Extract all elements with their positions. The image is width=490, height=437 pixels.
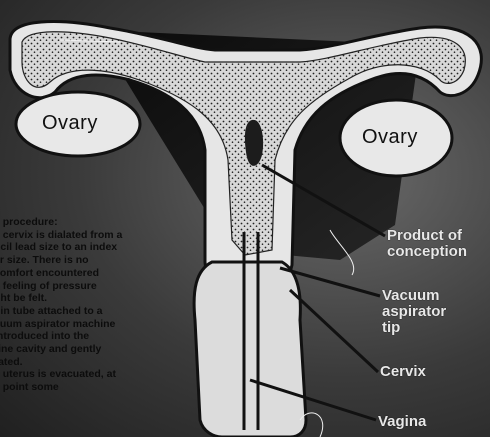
vacuum-label-line2: aspirator (382, 304, 446, 320)
procedure-line: er size. There is no (0, 254, 194, 267)
procedure-line: ght be felt. (0, 292, 194, 305)
product-label-line2: conception (387, 244, 467, 260)
procedure-line: introduced into the (0, 330, 194, 343)
procedure-text: e procedure: e cervix is dialated from a… (0, 216, 194, 394)
ovary-left-label: Ovary (42, 112, 98, 135)
procedure-line: e uterus is evacuated, at (0, 368, 194, 381)
procedure-line: ncil lead size to an index (0, 241, 194, 254)
procedure-line: e procedure: (0, 216, 194, 229)
procedure-line: e cervix is dialated from a (0, 229, 194, 242)
vagina-label: Vagina (378, 414, 426, 430)
product-label-line1: Product of (387, 227, 462, 244)
conception-mass (245, 120, 263, 166)
procedure-line: hin tube attached to a (0, 305, 194, 318)
procedure-line: rated. (0, 356, 194, 369)
vacuum-label-line3: tip (382, 320, 446, 336)
procedure-line: cuum aspirator machine (0, 318, 194, 331)
procedure-line: rine cavity and gently (0, 343, 194, 356)
procedure-line: a feeling of pressure (0, 280, 194, 293)
cervix-vagina (194, 262, 306, 437)
cervix-label: Cervix (380, 364, 426, 380)
vacuum-label-line1: Vacuum (382, 288, 446, 304)
procedure-line: s point some (0, 381, 194, 394)
product-of-conception-label: Product of conception (387, 228, 467, 260)
vacuum-aspirator-tip-label: Vacuum aspirator tip (382, 288, 446, 336)
ovary-right-label: Ovary (362, 126, 418, 149)
procedure-line: comfort encountered (0, 267, 194, 280)
